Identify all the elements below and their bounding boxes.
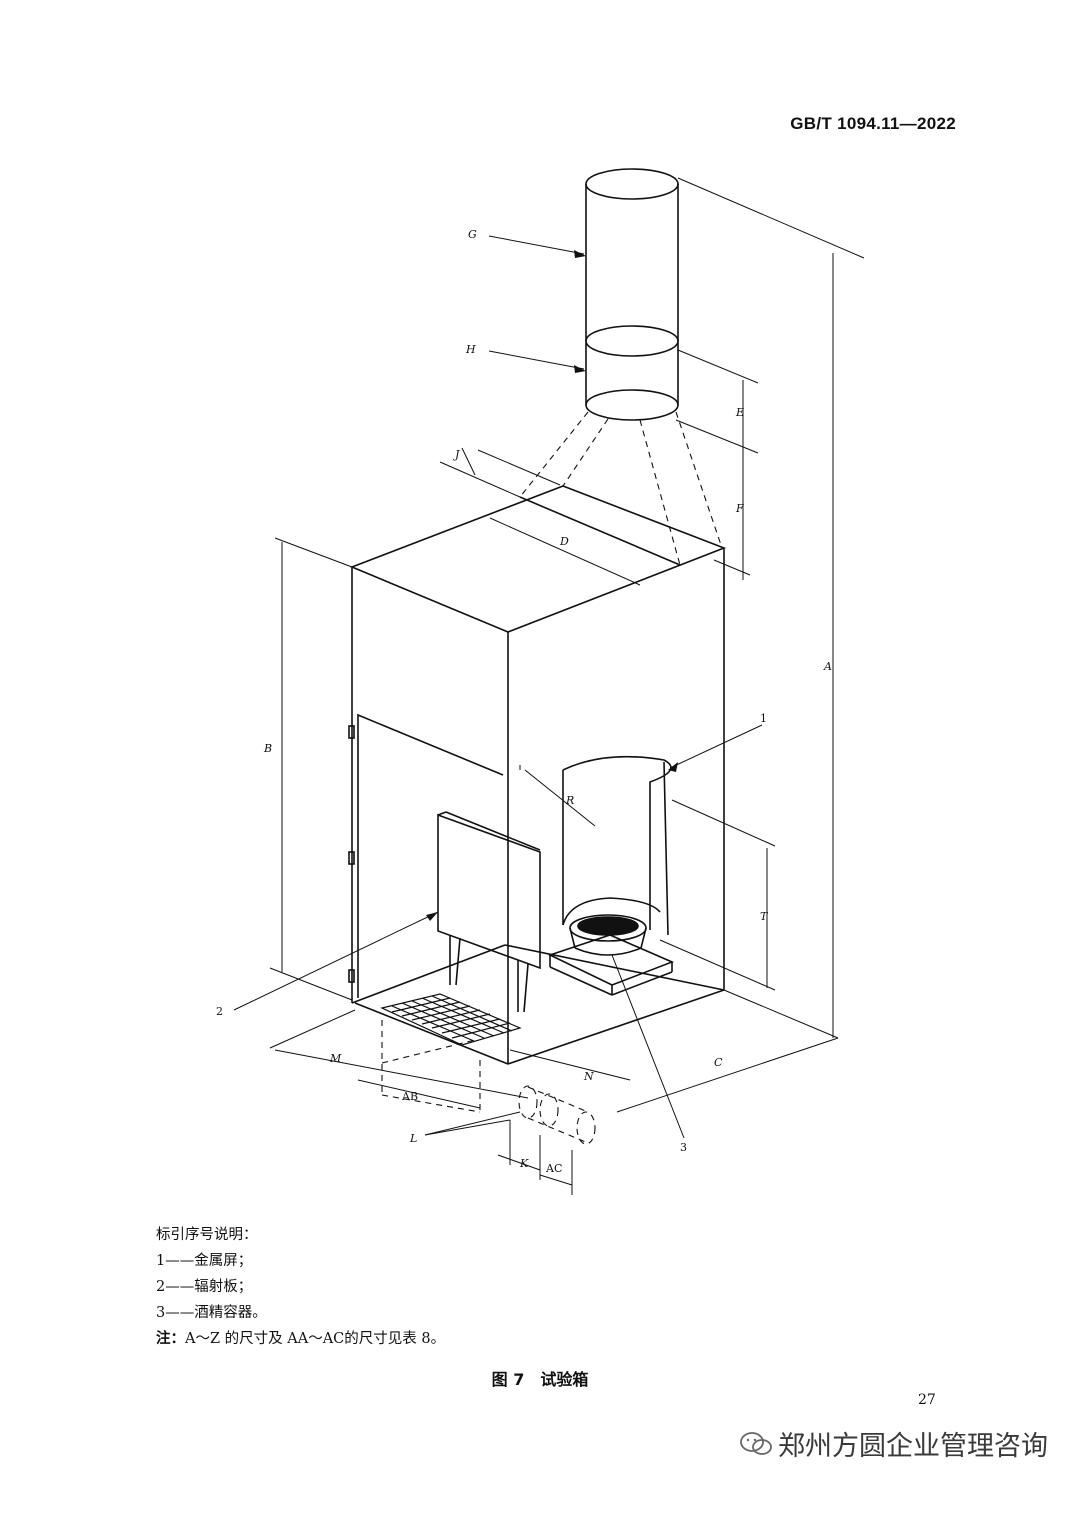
label-G: G: [468, 228, 477, 241]
label-H: H: [465, 343, 476, 356]
legend-item-1: 1——金属屏；: [156, 1253, 253, 1269]
legend-item-3: 3——酒精容器。: [156, 1305, 267, 1321]
radiation-panel: [437, 811, 541, 1013]
dashed-funnel: [519, 411, 723, 566]
base-ducts: [381, 1020, 596, 1145]
caption-title: 试验箱: [540, 1370, 589, 1389]
callout-1: 1: [760, 712, 767, 725]
watermark: 郑州方圆企业管理咨询: [738, 1424, 1048, 1463]
label-AC: AC: [545, 1162, 562, 1175]
legend-title: 标引序号说明：: [156, 1227, 258, 1243]
leader-lines: [233, 235, 763, 1139]
test-box: [348, 485, 727, 1065]
wechat-icon: [740, 1431, 772, 1455]
legend: 标引序号说明： 1——金属屏； 2——辐射板； 3——酒精容器。 注：A～Z 的…: [156, 1222, 445, 1352]
watermark-text: 郑州方圆企业管理咨询: [778, 1431, 1048, 1462]
dimension-lines: [269, 177, 865, 1195]
figure-labels: G H J D E F A B R T M N C L K: [263, 228, 832, 1170]
figure-labels-upright: AB AC 1 2 3: [216, 712, 767, 1175]
label-A: A: [823, 660, 832, 673]
alcohol-container: [547, 914, 675, 996]
note-text: A～Z 的尺寸及 AA～AC的尺寸见表 8。: [185, 1331, 446, 1347]
legend-note: 注：A～Z 的尺寸及 AA～AC的尺寸见表 8。: [156, 1326, 445, 1352]
caption-number: 图 7: [491, 1370, 525, 1389]
arrowheads: [426, 250, 678, 921]
metal-screen: [562, 755, 672, 936]
label-D: D: [559, 535, 569, 548]
label-C: C: [714, 1056, 723, 1069]
label-M: M: [329, 1052, 342, 1065]
label-L: L: [409, 1132, 417, 1145]
label-E: E: [735, 406, 744, 419]
legend-item-2: 2——辐射板；: [156, 1279, 253, 1295]
chimney: [585, 168, 679, 421]
page-number: 27: [918, 1392, 936, 1408]
floor-grate: [380, 993, 522, 1046]
callout-3: 3: [680, 1141, 687, 1154]
label-K: K: [519, 1157, 529, 1170]
figure-caption: 图 7 试验箱: [0, 1366, 1080, 1390]
callout-2: 2: [216, 1005, 223, 1018]
label-F: F: [735, 502, 744, 515]
label-N: N: [583, 1070, 594, 1083]
note-prefix: 注：: [156, 1330, 185, 1347]
label-T: T: [760, 910, 769, 923]
label-R: R: [565, 794, 574, 807]
label-AB: AB: [401, 1090, 418, 1103]
standard-code: GB/T 1094.11—2022: [790, 114, 956, 133]
label-J: J: [453, 448, 460, 461]
label-B: B: [263, 742, 272, 755]
